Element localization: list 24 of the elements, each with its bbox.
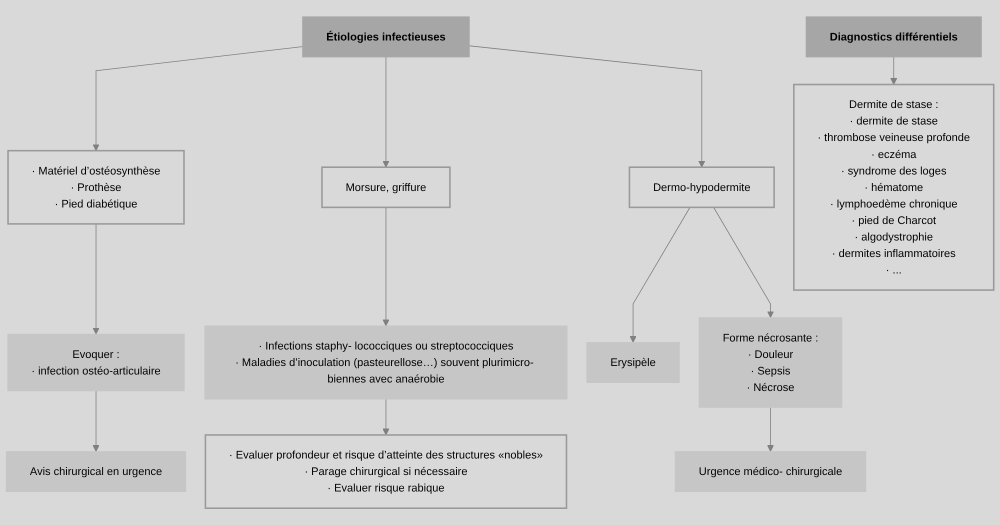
node-box: · Evaluer profondeur et risque d’atteinte des structures «nobles» · Parage chirurgical si nécessaire · Evaluer risque rabique [204,434,568,509]
node-box: Dermite de stase : · dermite de stase · thrombose veineuse profonde · eczéma · syndrome des loges · hématome · lymphoedème chronique · pied de Charcot · algodystrophie · dermites inflammatoires · ... [793,84,994,291]
arrow [382,206,390,326]
node-box: Diagnostics différentiels [806,16,982,58]
arrow [468,45,706,168]
arrow [382,56,390,168]
node-box: · Matériel d’ostéosynthèse · Prothèse · Pied diabétique [7,150,185,225]
node-box: Dermo-hypodermite [628,166,775,208]
node-box: Morsure, griffure [321,166,451,208]
node-box: Étiologies infectieuses [302,16,470,58]
node-box: Erysipèle [586,342,680,383]
arrow [92,390,100,452]
arrow [890,56,898,85]
node-box: Forme nécrosante : · Douleur · Sepsis · Nécrose [698,317,842,408]
arrow [713,206,774,318]
arrow [767,407,774,452]
node-box: Urgence médico- chirurgicale [674,451,866,492]
arrow [382,398,390,436]
node-box: Evoquer : · infection ostéo-articulaire [7,334,185,392]
arrow [92,46,303,151]
arrow [92,224,100,334]
node-box: · Infections staphy- lococciques ou streptococciques · Maladies d’inoculation (pasteurellose…) souvent plurimicro- biennes avec anaérobie [204,326,568,400]
node-box: Avis chirurgical en urgence [6,451,186,492]
arrow [630,206,690,343]
